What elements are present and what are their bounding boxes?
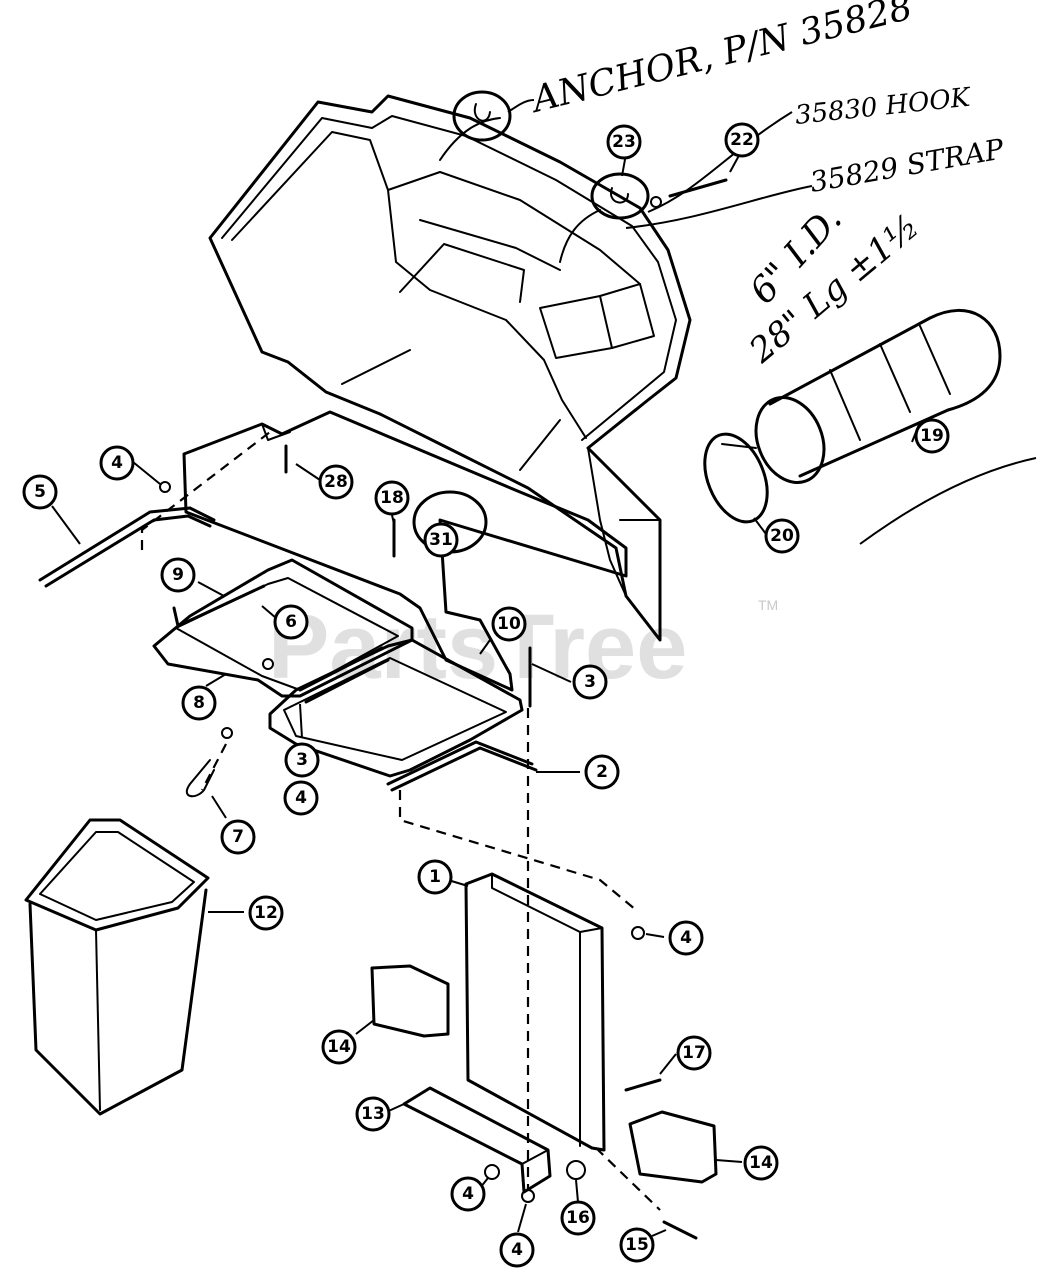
callout-4-top[interactable]: 4 bbox=[99, 445, 135, 481]
svg-text:28: 28 bbox=[324, 472, 348, 492]
collector-hopper bbox=[208, 94, 692, 642]
callout-9[interactable]: 9 bbox=[160, 557, 196, 593]
svg-text:20: 20 bbox=[770, 526, 794, 546]
svg-text:17: 17 bbox=[682, 1043, 706, 1063]
angle-bracket bbox=[402, 1086, 552, 1194]
callout-8[interactable]: 8 bbox=[181, 685, 217, 721]
note-hook: 35830 HOOK bbox=[794, 83, 973, 131]
plate-14-left bbox=[370, 964, 450, 1038]
callout-3-lower[interactable]: 3 bbox=[284, 742, 320, 778]
svg-text:14: 14 bbox=[327, 1037, 351, 1057]
svg-text:6: 6 bbox=[285, 612, 297, 632]
callout-3-upper[interactable]: 3 bbox=[572, 664, 608, 700]
svg-text:14: 14 bbox=[749, 1153, 773, 1173]
mounting-plate bbox=[182, 410, 628, 692]
svg-text:15: 15 bbox=[625, 1235, 649, 1255]
svg-text:4: 4 bbox=[511, 1240, 523, 1260]
callout-19[interactable]: 19 bbox=[914, 418, 950, 454]
callout-17[interactable]: 17 bbox=[676, 1035, 712, 1071]
svg-text:1: 1 bbox=[429, 867, 441, 887]
callout-16[interactable]: 16 bbox=[560, 1200, 596, 1236]
callout-4-bottom-left[interactable]: 4 bbox=[450, 1176, 486, 1212]
callout-22[interactable]: 22 bbox=[724, 122, 760, 158]
svg-text:8: 8 bbox=[193, 693, 205, 713]
svg-text:9: 9 bbox=[172, 565, 184, 585]
watermark-text: PartsTree bbox=[268, 596, 687, 698]
watermark-tm: TM bbox=[758, 597, 778, 613]
callout-2[interactable]: 2 bbox=[584, 754, 620, 790]
svg-text:4: 4 bbox=[680, 928, 692, 948]
collection-bag bbox=[24, 818, 210, 1116]
callout-5[interactable]: 5 bbox=[22, 474, 58, 510]
svg-text:13: 13 bbox=[361, 1104, 385, 1124]
svg-text:4: 4 bbox=[295, 788, 307, 808]
svg-text:4: 4 bbox=[111, 453, 123, 473]
callout-4-right[interactable]: 4 bbox=[668, 920, 704, 956]
callout-7[interactable]: 7 bbox=[220, 819, 256, 855]
callout-13[interactable]: 13 bbox=[355, 1096, 391, 1132]
bag-frame bbox=[152, 558, 524, 778]
assembly-lines bbox=[140, 431, 661, 1211]
svg-text:23: 23 bbox=[612, 132, 636, 152]
svg-text:18: 18 bbox=[380, 488, 404, 508]
callout-23[interactable]: 23 bbox=[606, 124, 642, 160]
hardware bbox=[159, 444, 698, 1240]
callout-20[interactable]: 20 bbox=[764, 518, 800, 554]
annotation-lines bbox=[507, 99, 1037, 545]
plate-14-right bbox=[628, 1110, 718, 1184]
svg-text:10: 10 bbox=[497, 614, 521, 634]
svg-text:3: 3 bbox=[584, 672, 596, 692]
callout-14-right[interactable]: 14 bbox=[743, 1145, 779, 1181]
callout-15[interactable]: 15 bbox=[619, 1227, 655, 1263]
support-channel bbox=[464, 872, 606, 1152]
callout-4-bottom[interactable]: 4 bbox=[499, 1232, 535, 1268]
svg-text:16: 16 bbox=[566, 1208, 590, 1228]
callout-18[interactable]: 18 bbox=[374, 480, 410, 516]
svg-text:31: 31 bbox=[429, 530, 453, 550]
callout-31[interactable]: 31 bbox=[423, 522, 459, 558]
callout-14-left[interactable]: 14 bbox=[321, 1029, 357, 1065]
svg-text:7: 7 bbox=[232, 827, 244, 847]
svg-text:5: 5 bbox=[34, 482, 46, 502]
svg-text:19: 19 bbox=[920, 426, 944, 446]
callout-1[interactable]: 1 bbox=[417, 859, 453, 895]
note-strap: 35829 STRAP bbox=[807, 132, 1007, 199]
callout-28[interactable]: 28 bbox=[318, 464, 354, 500]
callout-6[interactable]: 6 bbox=[273, 604, 309, 640]
anchor-detail bbox=[412, 90, 728, 554]
svg-text:4: 4 bbox=[462, 1184, 474, 1204]
svg-text:2: 2 bbox=[596, 762, 608, 782]
hose-clamp bbox=[703, 432, 769, 524]
callout-12[interactable]: 12 bbox=[248, 895, 284, 931]
svg-text:12: 12 bbox=[254, 903, 278, 923]
svg-text:3: 3 bbox=[296, 750, 308, 770]
callout-4-middle[interactable]: 4 bbox=[283, 780, 319, 816]
rods bbox=[38, 506, 538, 792]
hose bbox=[754, 308, 1002, 485]
callout-10[interactable]: 10 bbox=[491, 606, 527, 642]
svg-text:22: 22 bbox=[730, 130, 754, 150]
